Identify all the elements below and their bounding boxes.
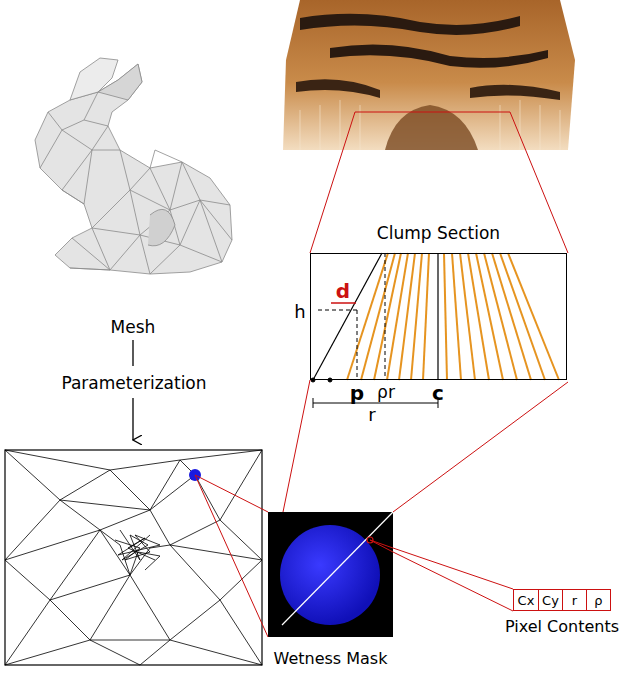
wetness-mask-image [268, 512, 393, 637]
leader-line [195, 475, 268, 512]
leader-line [195, 475, 268, 637]
cell-text: Cy [542, 593, 559, 608]
pixel-cell: r [562, 590, 586, 610]
section-frame [310, 253, 567, 380]
height-symbol: h [294, 302, 305, 322]
pixel-cell: Cx [514, 590, 538, 610]
mesh-label: Mesh [111, 318, 156, 337]
leader-line [393, 382, 568, 512]
step-label: Parameterization [61, 374, 206, 393]
center-symbol: c [432, 382, 444, 404]
parameterization-mesh [5, 450, 262, 665]
pixel-contents-panel: Cx Cyr ρPixel Contents [488, 589, 629, 641]
leader-line [310, 112, 355, 253]
fur-rendering [283, 0, 575, 150]
pixel-row: Cx Cyr ρ [513, 589, 611, 611]
leader-connector [393, 548, 513, 611]
pixel-cell: Cy [538, 590, 562, 610]
clump-section-panel: Clump Section [308, 222, 569, 382]
point-symbol: p [350, 382, 364, 404]
leader-line [510, 112, 568, 253]
flow-line [132, 340, 133, 366]
leader-connector [283, 380, 310, 512]
cell-text: ρ [594, 593, 602, 608]
flow-arrow [132, 398, 133, 440]
radius-fraction-symbol: ρr [377, 383, 395, 402]
pixel-caption: Pixel Contents [488, 617, 629, 636]
mask-caption: Wetness Mask [262, 649, 399, 668]
distance-symbol: d [336, 280, 350, 302]
pixel-cell: ρ [586, 590, 610, 610]
clump-strands [347, 253, 559, 380]
bunny-mesh [35, 58, 232, 274]
cell-text: r [572, 593, 577, 608]
wetness-mask-panel: Wetness Mask [262, 512, 399, 672]
section-heading: Clump Section [308, 222, 569, 244]
cell-text: Cx [518, 593, 535, 608]
radius-symbol: r [368, 405, 375, 425]
clump-geometry [311, 253, 438, 408]
